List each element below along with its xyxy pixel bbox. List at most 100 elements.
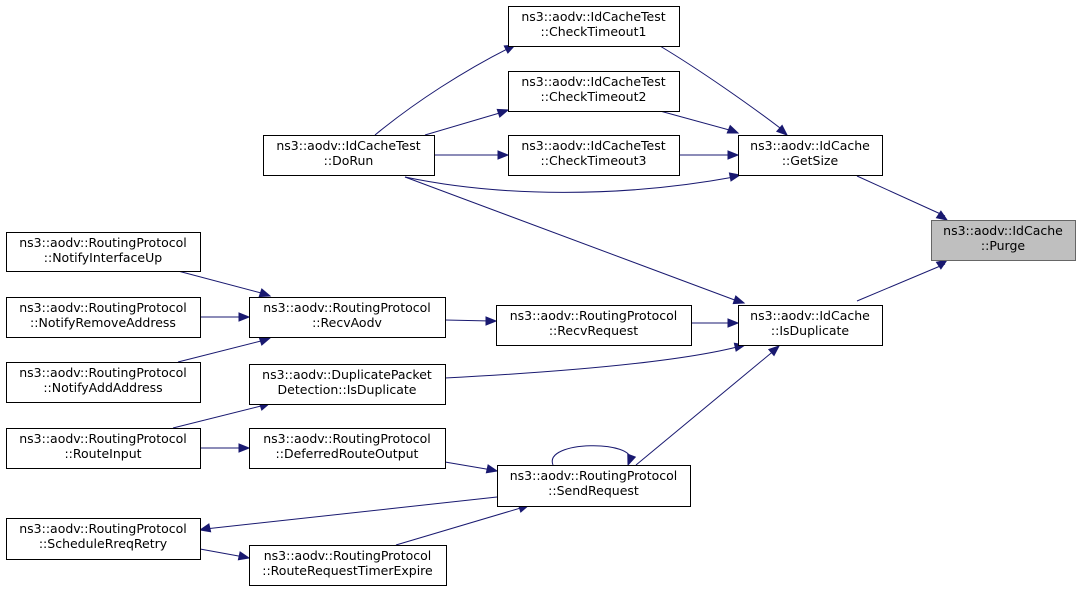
arrow-head [935, 259, 949, 270]
node-notifyinterfaceup[interactable]: ns3::aodv::RoutingProtocol::NotifyInterf… [6, 232, 201, 272]
node-label-line-1: ns3::aodv::RoutingProtocol [510, 308, 678, 323]
edge-sendrequest-to-schedulerreqretry [198, 496, 498, 533]
edge-isduplicate-to-purge [856, 259, 949, 302]
node-notifyaddaddress[interactable]: ns3::aodv::RoutingProtocol::NotifyAddAdd… [6, 362, 201, 403]
edge-line [444, 345, 742, 379]
edge-notifyinterfaceup-to-recvaodv [177, 270, 272, 298]
edge-checktimeout1-to-getsize [659, 45, 789, 136]
edge-recvaodv-to-recvrequest [444, 316, 498, 326]
edge-routeinput-to-dpd_isduplicate [172, 401, 272, 429]
arrow-head [238, 312, 251, 322]
node-label-line-2: ::CheckTimeout1 [541, 24, 647, 39]
node-label-line-2: Detection::IsDuplicate [278, 382, 417, 397]
arrow-head [728, 172, 742, 182]
node-box[interactable] [249, 364, 446, 405]
node-label-line-1: ns3::aodv::IdCacheTest [521, 9, 665, 24]
edge-notifyaddaddress-to-recvaodv [177, 336, 272, 363]
edge-line [177, 339, 266, 363]
edge-line [444, 319, 492, 322]
edge-checktimeout3-to-getsize [679, 150, 740, 160]
arrow-head [258, 288, 272, 298]
edge-line [659, 110, 734, 132]
node-notifyremoveaddress[interactable]: ns3::aodv::RoutingProtocol::NotifyRemove… [6, 297, 201, 338]
node-box[interactable] [6, 297, 201, 338]
edge-line [395, 506, 525, 546]
node-dorun[interactable]: ns3::aodv::IdCacheTest::DoRun [263, 135, 435, 176]
node-label-line-1: ns3::aodv::RoutingProtocol [263, 431, 431, 446]
node-label-line-1: ns3::aodv::IdCache [750, 308, 870, 323]
node-routeinput[interactable]: ns3::aodv::RoutingProtocol::RouteInput [6, 428, 201, 469]
node-box[interactable] [508, 135, 680, 176]
node-box[interactable] [249, 545, 447, 586]
node-checktimeout1[interactable]: ns3::aodv::IdCacheTest::CheckTimeout1 [508, 6, 680, 47]
edge-line [552, 445, 631, 466]
edge-line [404, 176, 735, 193]
node-box[interactable] [497, 465, 691, 507]
edge-recvrequest-to-isduplicate [691, 318, 740, 328]
arrow-head [935, 210, 949, 221]
edge-line [204, 496, 498, 530]
edge-line [172, 404, 266, 429]
node-box[interactable] [508, 71, 680, 112]
node-label-line-1: ns3::aodv::IdCacheTest [276, 138, 420, 153]
edge-schedulerreqretry-to-routerequesttimerexpire [199, 548, 251, 561]
node-label-line-2: ::SendRequest [548, 483, 639, 498]
node-box[interactable] [6, 362, 201, 403]
node-checktimeout2[interactable]: ns3::aodv::IdCacheTest::CheckTimeout2 [508, 71, 680, 112]
edge-dorun-to-checktimeout3 [434, 150, 510, 160]
node-recvrequest[interactable]: ns3::aodv::RoutingProtocol::RecvRequest [496, 305, 692, 346]
node-schedulerreqretry[interactable]: ns3::aodv::RoutingProtocol::ScheduleRreq… [6, 518, 201, 560]
node-label-line-1: ns3::aodv::RoutingProtocol [19, 235, 187, 250]
node-label-line-2: ::RecvAodv [312, 315, 382, 330]
edge-deferredrouteoutput-to-sendrequest [444, 461, 499, 474]
edge-dorun-to-checktimeout1 [374, 44, 517, 136]
arrow-head [727, 318, 740, 328]
node-purge[interactable]: ns3::aodv::IdCache::Purge [931, 220, 1076, 261]
node-box[interactable] [6, 428, 201, 469]
node-recvaodv[interactable]: ns3::aodv::RoutingProtocol::RecvAodv [249, 297, 446, 338]
node-checktimeout3[interactable]: ns3::aodv::IdCacheTest::CheckTimeout3 [508, 135, 680, 176]
node-getsize[interactable]: ns3::aodv::IdCache::GetSize [738, 135, 883, 176]
node-label-line-2: ::CheckTimeout2 [541, 89, 647, 104]
node-label-line-1: ns3::aodv::DuplicatePacket [262, 367, 432, 382]
edge-dpd_isduplicate-to-isduplicate [444, 342, 747, 379]
edge-line [404, 176, 741, 303]
node-label-line-2: ::DoRun [324, 153, 374, 168]
node-box[interactable] [249, 428, 446, 469]
edge-dorun-to-isduplicate [404, 176, 746, 305]
arrow-head [497, 150, 510, 160]
node-label-line-1: ns3::aodv::RoutingProtocol [19, 365, 187, 380]
arrow-head [726, 124, 740, 134]
edge-dorun-to-checktimeout2 [424, 108, 510, 136]
node-box[interactable] [496, 305, 692, 346]
arrow-head [627, 453, 637, 467]
node-box[interactable] [6, 518, 201, 560]
node-deferredrouteoutput[interactable]: ns3::aodv::RoutingProtocol::DeferredRout… [249, 428, 446, 469]
arrow-head [496, 108, 510, 118]
node-box[interactable] [6, 232, 201, 272]
node-box[interactable] [249, 297, 446, 338]
arrow-head [485, 464, 499, 474]
node-label-line-1: ns3::aodv::RoutingProtocol [263, 300, 431, 315]
node-label-line-2: ::Purge [981, 238, 1026, 253]
node-label-line-2: ::NotifyInterfaceUp [44, 250, 162, 265]
arrow-head [767, 345, 781, 357]
edge-line [199, 548, 245, 558]
node-routerequesttimerexpire[interactable]: ns3::aodv::RoutingProtocol::RouteRequest… [249, 545, 447, 586]
edge-routerequesttimerexpire-to-sendrequest [395, 503, 531, 546]
node-box[interactable] [738, 305, 883, 346]
node-label-line-2: ::IsDuplicate [771, 323, 849, 338]
node-label-line-2: ::RecvRequest [549, 323, 638, 338]
node-label-line-1: ns3::aodv::RoutingProtocol [19, 521, 187, 536]
node-box[interactable] [263, 135, 435, 176]
node-label-line-2: ::NotifyAddAddress [43, 380, 162, 395]
node-isduplicate[interactable]: ns3::aodv::IdCache::IsDuplicate [738, 305, 883, 346]
node-dpd_isduplicate[interactable]: ns3::aodv::DuplicatePacketDetection::IsD… [249, 364, 446, 405]
nodes-layer: ns3::aodv::IdCache::Purgens3::aodv::IdCa… [6, 6, 1076, 586]
node-box[interactable] [738, 135, 883, 176]
edge-line [374, 46, 512, 136]
node-box[interactable] [931, 220, 1076, 261]
node-box[interactable] [508, 6, 680, 47]
node-sendrequest[interactable]: ns3::aodv::RoutingProtocol::SendRequest [497, 465, 691, 507]
